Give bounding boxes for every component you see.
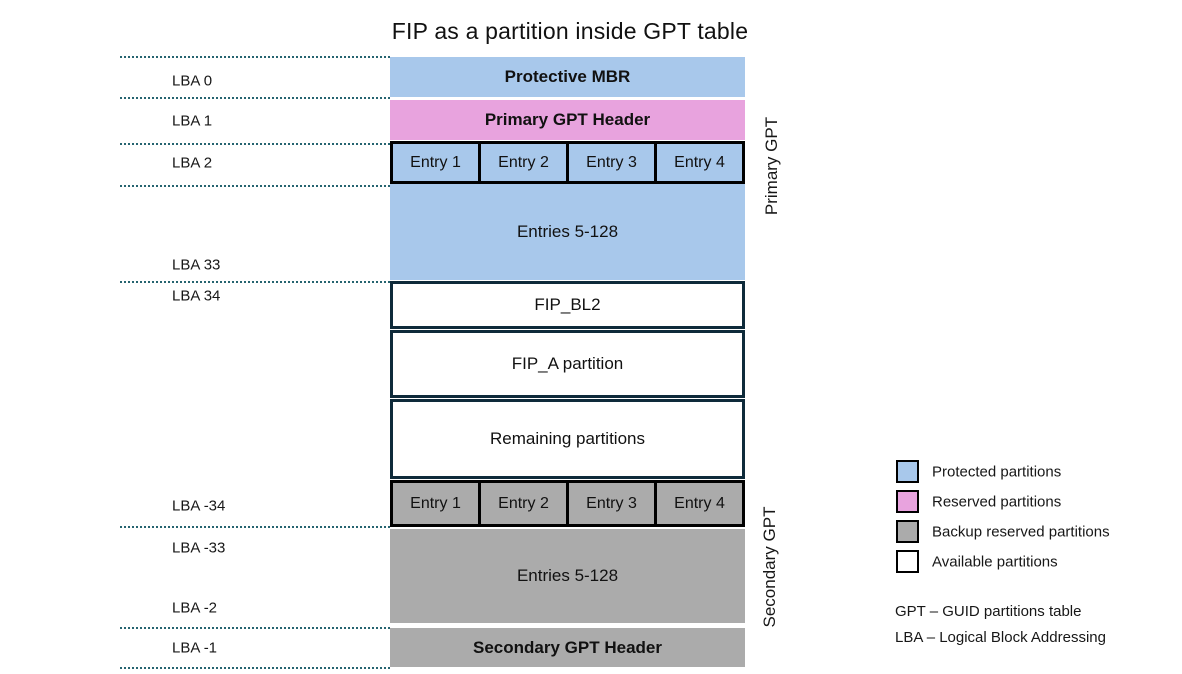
- dotted-line: [120, 667, 390, 669]
- entry-cell: Entry 3: [566, 144, 654, 181]
- entry-cell: Entry 1: [393, 483, 478, 524]
- secondary-gpt-header: Secondary GPT Header: [390, 628, 745, 667]
- side-label-secondary-gpt: Secondary GPT: [760, 506, 779, 628]
- dotted-line: [120, 627, 390, 629]
- lba-label: LBA -34: [172, 497, 226, 515]
- lba-label: LBA 33: [172, 256, 221, 274]
- primary-gpt-header: Primary GPT Header: [390, 100, 745, 140]
- fip-bl2: FIP_BL2: [390, 281, 745, 329]
- legend-swatch-backup: [896, 520, 919, 543]
- entry-cell: Entry 2: [478, 144, 566, 181]
- protective-mbr: Protective MBR: [390, 57, 745, 97]
- diagram-title: FIP as a partition inside GPT table: [391, 18, 749, 44]
- entry-cell: Entry 4: [654, 144, 742, 181]
- legend-label: Available partitions: [932, 553, 1058, 570]
- dotted-line: [120, 97, 390, 99]
- entries-5-128-primary: Entries 5-128: [390, 184, 745, 280]
- entries-5-128-secondary: Entries 5-128: [390, 529, 745, 623]
- legend-label: Protected partitions: [932, 463, 1062, 480]
- entry-cell: Entry 3: [566, 483, 654, 524]
- entry-cell: Entry 2: [478, 483, 566, 524]
- lba-label: LBA -33: [172, 539, 226, 557]
- legend-label: Backup reserved partitions: [932, 523, 1110, 540]
- dotted-line: [120, 56, 390, 58]
- lba-label: LBA 2: [172, 154, 213, 172]
- dotted-line: [120, 143, 390, 145]
- legend-swatch-reserved: [896, 490, 919, 513]
- entry-cell: Entry 1: [393, 144, 478, 181]
- lba-label: LBA -1: [172, 639, 218, 657]
- legend-label: Reserved partitions: [932, 493, 1062, 510]
- lba-label: LBA 34: [172, 287, 221, 305]
- abbreviation-line: LBA – Logical Block Addressing: [895, 629, 1106, 646]
- dotted-line: [120, 526, 390, 528]
- lba-label: LBA 1: [172, 112, 213, 130]
- entry-cell: Entry 4: [654, 483, 742, 524]
- dotted-line: [120, 185, 390, 187]
- side-label-primary-gpt: Primary GPT: [762, 116, 781, 216]
- remaining-partitions: Remaining partitions: [390, 399, 745, 479]
- abbreviation-line: GPT – GUID partitions table: [895, 603, 1082, 620]
- lba-label: LBA -2: [172, 599, 218, 617]
- legend-swatch-protected: [896, 460, 919, 483]
- dotted-line: [120, 281, 390, 283]
- lba-label: LBA 0: [172, 72, 213, 90]
- fip-a-partition: FIP_A partition: [390, 330, 745, 398]
- legend-swatch-available: [896, 550, 919, 573]
